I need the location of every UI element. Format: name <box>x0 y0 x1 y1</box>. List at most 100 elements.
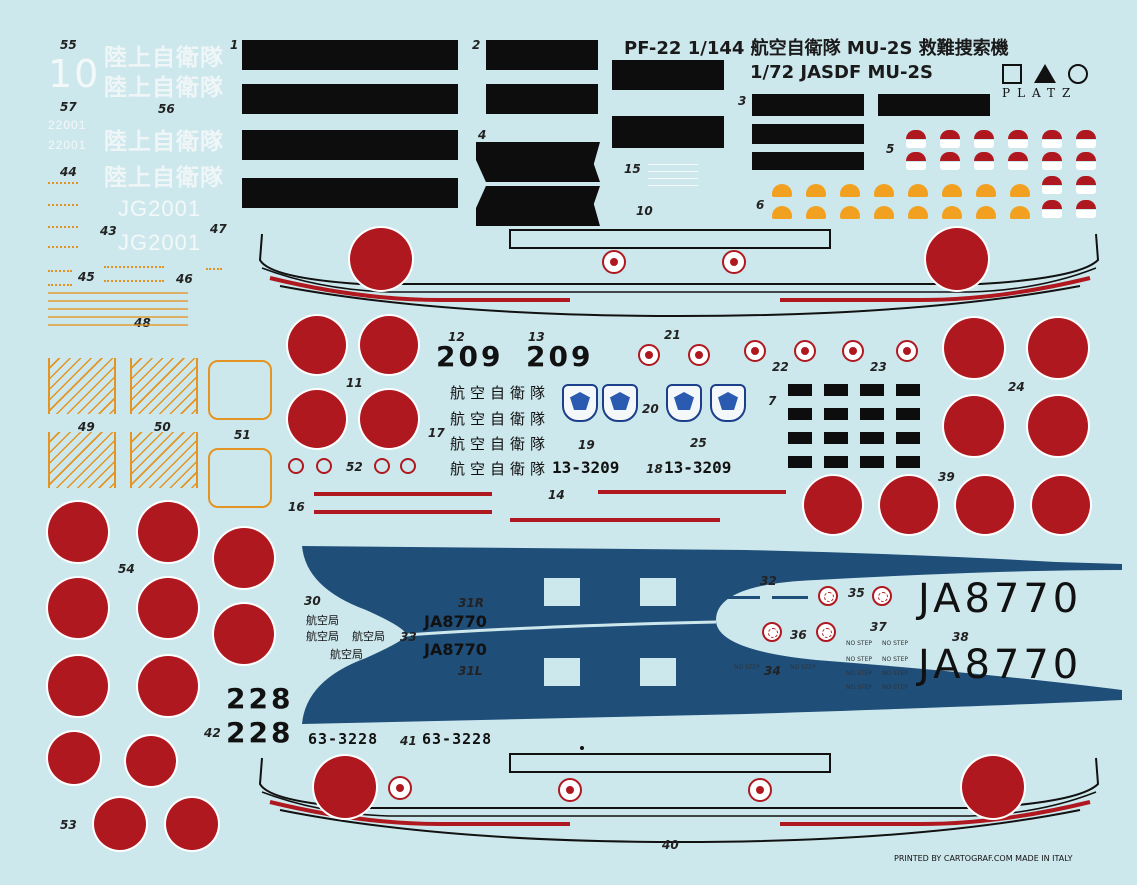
item-number-30: 30 <box>304 594 321 608</box>
item-number-51: 51 <box>234 428 251 442</box>
jgsdf-kanji-2: 陸上自衛隊 <box>104 75 224 101</box>
aircraft-number-228-a: 228 <box>226 682 294 715</box>
upper-wing-decal <box>258 229 1100 318</box>
orange-dome <box>874 184 894 197</box>
item-number-31l: 31L <box>458 664 483 678</box>
hinomaru-roundel <box>288 390 346 448</box>
item-number-3: 3 <box>738 94 747 108</box>
item-number-38: 38 <box>952 630 969 644</box>
item-number-19: 19 <box>578 438 595 452</box>
jgsdf-kanji-4: 陸上自衛隊 <box>104 165 224 191</box>
hinomaru-roundel <box>350 228 412 290</box>
hinomaru-roundel <box>138 502 198 562</box>
black-stripe <box>612 116 724 148</box>
item-number-46: 46 <box>176 272 193 286</box>
item-number-33: 33 <box>400 630 417 644</box>
hinomaru-roundel <box>314 756 376 818</box>
hinomaru-roundel <box>138 656 198 716</box>
serial-13-3209-a: 13-3209 <box>552 458 620 477</box>
item-number-13: 13 <box>528 330 545 344</box>
item-number-57: 57 <box>60 100 77 114</box>
black-rectangle-grid <box>788 384 938 480</box>
orange-marks-44 <box>48 182 88 262</box>
item-number-35: 35 <box>848 586 865 600</box>
orange-dome <box>1010 184 1030 197</box>
orange-stencil-47 <box>206 268 222 280</box>
no-step-stencil: NO STEP <box>846 656 873 663</box>
item-number-34: 34 <box>764 664 781 678</box>
item-number-45: 45 <box>78 270 95 284</box>
item-number-39: 39 <box>938 470 955 484</box>
no-step-stencil: NO STEP <box>882 640 909 647</box>
aircraft-number-228-b: 228 <box>226 716 294 749</box>
access-panel-51a <box>208 360 272 420</box>
item-number-54: 54 <box>118 562 135 576</box>
item-number-24: 24 <box>1008 380 1025 394</box>
serial-13-3209-b: 13-3209 <box>664 458 732 477</box>
tiny-stencil-15 <box>648 160 698 192</box>
item-number-50: 50 <box>154 420 171 434</box>
orange-dome <box>942 184 962 197</box>
hinomaru-roundel <box>956 476 1014 534</box>
item-number-32: 32 <box>760 574 777 588</box>
hinomaru-roundel <box>48 732 100 784</box>
hinomaru-roundel <box>360 316 418 374</box>
no-step-stencil: NO STEP <box>846 684 873 691</box>
no-step-stencil: NO STEP <box>734 664 761 671</box>
blue-strip <box>724 596 760 599</box>
jasdf-kanji: 航空自衛隊 <box>450 435 551 453</box>
item-number-31r: 31R <box>458 596 484 610</box>
hinomaru-roundel <box>926 228 988 290</box>
item-number-49: 49 <box>78 420 95 434</box>
square-shape-icon <box>1002 64 1022 84</box>
jgsdf-kanji-1: 陸上自衛隊 <box>104 45 224 71</box>
black-panel-shape <box>476 142 600 182</box>
item-number-23: 23 <box>870 360 887 374</box>
item-number-1: 1 <box>230 38 239 52</box>
item-number-20: 20 <box>642 402 659 416</box>
blue-fuselage-stripe <box>302 546 1122 724</box>
serial-63-3228-a: 63-3228 <box>308 730 379 748</box>
triangle-shape-icon <box>1034 64 1056 83</box>
orange-dome <box>806 206 826 219</box>
registration-ja8770-large-b: JA8770 <box>918 642 1083 688</box>
orange-dome <box>772 184 792 197</box>
hinomaru-roundel <box>214 528 274 588</box>
jcab-kanji: 航空局 <box>306 631 339 643</box>
orange-stencil-45 <box>48 270 72 286</box>
item-number-41: 41 <box>400 734 417 748</box>
serial-63-3228-b: 63-3228 <box>422 730 493 748</box>
black-stripe <box>752 94 864 116</box>
orange-dome <box>908 184 928 197</box>
black-stripe <box>242 40 458 70</box>
orange-dome <box>976 206 996 219</box>
red-ring <box>400 458 416 474</box>
hinomaru-roundel <box>804 476 862 534</box>
orange-dome <box>1010 206 1030 219</box>
printer-credit: PRINTED BY CARTOGRAF.COM MADE IN ITALY <box>894 854 1073 863</box>
rescue-marking-circle <box>794 340 816 362</box>
item-number-14: 14 <box>548 488 565 502</box>
item-number-17: 17 <box>428 426 445 440</box>
item-number-47: 47 <box>210 222 227 236</box>
orange-dome <box>874 206 894 219</box>
jcab-kanji: 航空局 <box>306 615 339 627</box>
walkway-panel-49a <box>48 358 116 414</box>
rescue-marking-circle <box>602 250 626 274</box>
hinomaru-roundel <box>48 656 108 716</box>
brand-name: PLATZ <box>1002 86 1078 100</box>
white-serial-22001-a: 22001 <box>48 118 87 132</box>
orange-stencil-48 <box>48 292 188 332</box>
item-number-37: 37 <box>870 620 887 634</box>
rescue-marking-circle <box>638 344 660 366</box>
orange-dome <box>976 184 996 197</box>
red-dome-group-5 <box>906 130 1096 220</box>
rescue-marking-circle <box>722 250 746 274</box>
item-number-43: 43 <box>100 224 117 238</box>
registration-ja8770-small-a: JA8770 <box>424 612 487 631</box>
red-stripe <box>314 492 492 496</box>
item-number-36: 36 <box>790 628 807 642</box>
rescue-marking-circle <box>842 340 864 362</box>
orange-dome <box>908 206 928 219</box>
